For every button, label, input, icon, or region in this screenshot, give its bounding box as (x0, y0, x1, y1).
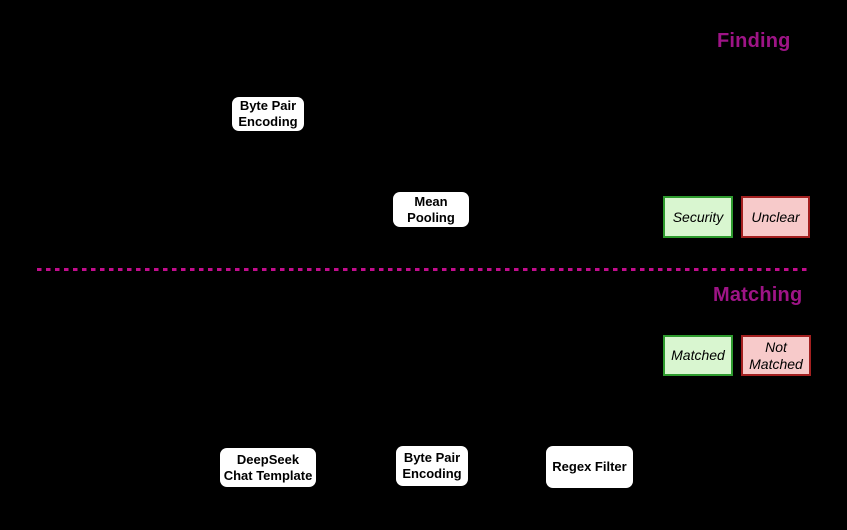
node-regex-filter: Regex Filter (546, 446, 633, 488)
node-byte-pair-encoding-matching: Byte Pair Encoding (396, 446, 468, 486)
matching-section-title: Matching (713, 284, 803, 306)
legend-unclear-badge: Unclear (741, 196, 810, 238)
node-deepseek-chat-template: DeepSeek Chat Template (220, 448, 316, 487)
legend-matched-badge: Matched (663, 335, 733, 376)
node-mean-pooling: Mean Pooling (393, 192, 469, 227)
section-divider-dashed-line (37, 268, 810, 271)
finding-section-title: Finding (717, 30, 791, 52)
node-byte-pair-encoding-finding: Byte Pair Encoding (232, 97, 304, 131)
legend-security-badge: Security (663, 196, 733, 238)
legend-not-matched-badge: Not Matched (741, 335, 811, 376)
